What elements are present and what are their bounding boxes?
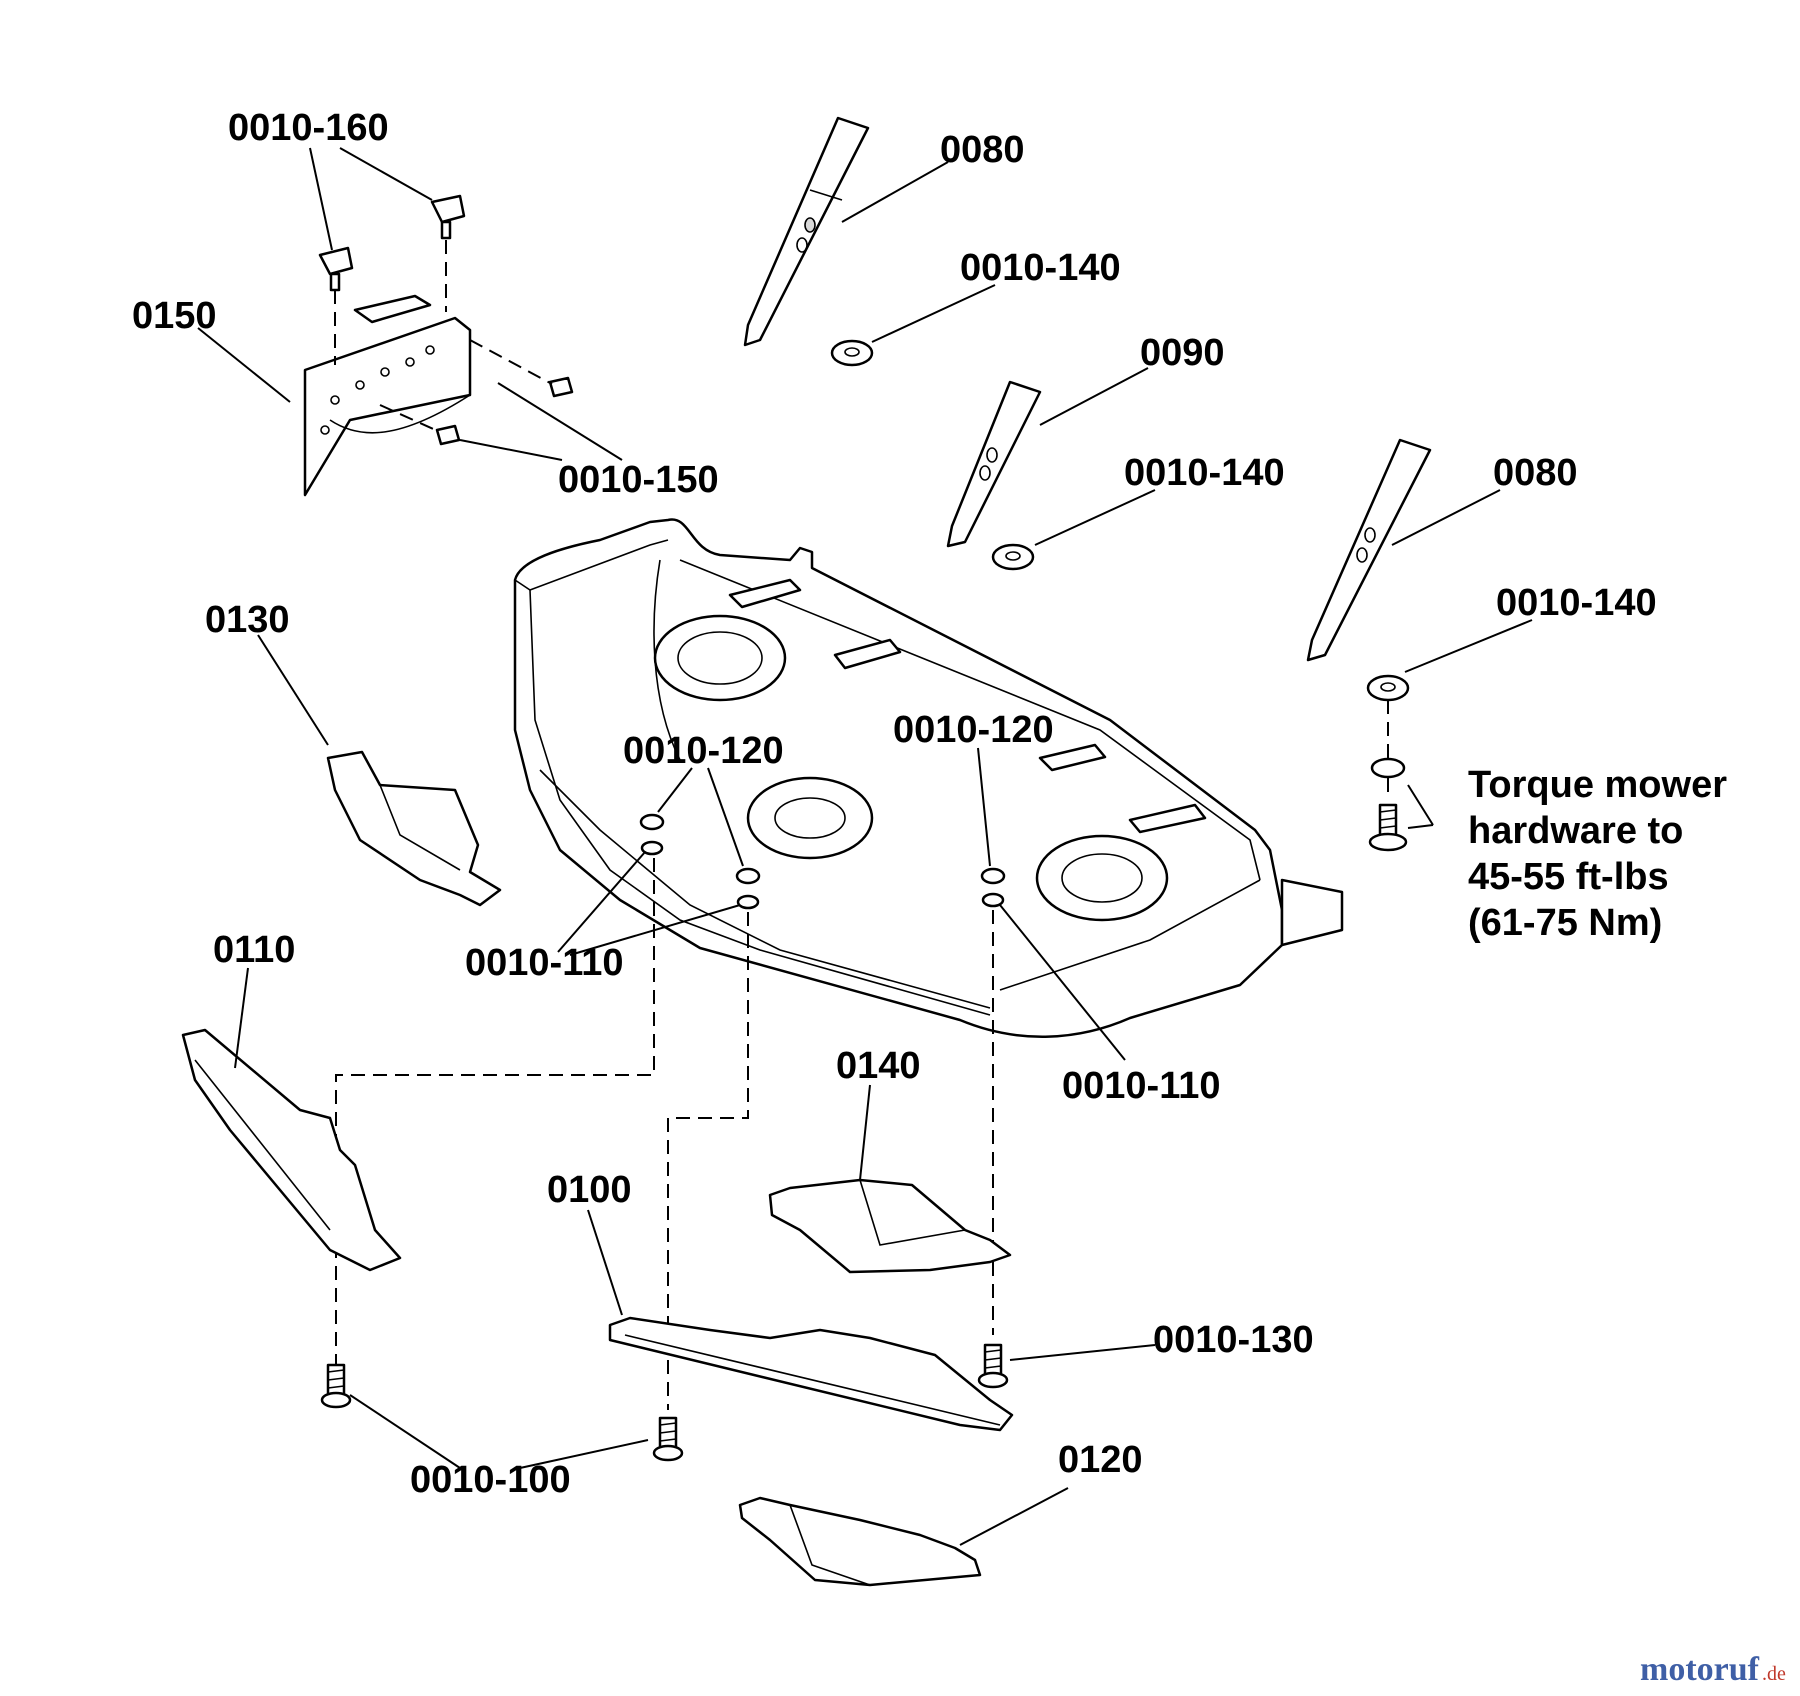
bolt-0010-130	[977, 1343, 1009, 1389]
spindle-opening-center	[746, 776, 874, 860]
label-0010-160: 0010-160	[228, 107, 389, 149]
torque-note-line-4: (61-75 Nm)	[1468, 902, 1662, 944]
washer-0010-110-center	[736, 894, 760, 910]
label-0010-130: 0010-130	[1153, 1319, 1314, 1361]
blade-0080-top	[743, 116, 870, 347]
washer-0010-110-right	[981, 892, 1005, 908]
mower-deck-housing	[513, 518, 1344, 1038]
label-0150: 0150	[132, 295, 217, 337]
label-0010-140-b: 0010-140	[1124, 452, 1285, 494]
torque-note: Torque mower hardware to 45-55 ft-lbs (6…	[1468, 764, 1727, 944]
baffle-0110	[181, 1028, 402, 1272]
label-0010-110-left: 0010-110	[465, 942, 624, 984]
blade-0080-right	[1306, 438, 1432, 662]
torque-note-line-1: Torque mower	[1468, 764, 1727, 806]
label-0010-120-left: 0010-120	[623, 730, 784, 772]
label-0010-140-c: 0010-140	[1496, 582, 1657, 624]
torque-note-line-3: 45-55 ft-lbs	[1468, 856, 1669, 898]
baffle-0140	[768, 1178, 1012, 1274]
baffle-0120	[738, 1496, 982, 1587]
label-0010-100: 0010-100	[410, 1459, 571, 1501]
label-0010-120-right: 0010-120	[893, 709, 1054, 751]
watermark-suffix: .de	[1762, 1663, 1786, 1685]
nut-0010-120-left	[639, 813, 665, 831]
watermark: motoruf .de	[1640, 1651, 1786, 1688]
washer-0010-140-a	[830, 339, 874, 367]
washer-0010-110-left	[640, 840, 664, 856]
clip-nut-2	[435, 424, 461, 446]
blade-bolt	[1368, 803, 1408, 852]
torque-note-line-2: hardware to	[1468, 810, 1683, 852]
label-0120: 0120	[1058, 1439, 1143, 1481]
washer-0010-140-c	[1366, 674, 1410, 702]
label-0010-140-a: 0010-140	[960, 247, 1121, 289]
label-0080-right: 0080	[1493, 452, 1578, 494]
watermark-brand: motoruf	[1640, 1651, 1760, 1688]
spindle-opening-left	[653, 614, 787, 702]
clip-nut-1	[548, 376, 574, 398]
label-0080-top: 0080	[940, 129, 1025, 171]
nut-0010-120-right	[980, 867, 1006, 885]
knob-left	[318, 246, 354, 292]
label-0010-150: 0010-150	[558, 459, 719, 501]
blade-0090	[946, 380, 1042, 548]
nut-0010-120-center	[735, 867, 761, 885]
label-0140: 0140	[836, 1045, 921, 1087]
lock-washer	[1370, 757, 1406, 779]
bolt-0010-100-right	[652, 1416, 684, 1462]
label-0100: 0100	[547, 1169, 632, 1211]
label-0090: 0090	[1140, 332, 1225, 374]
label-0010-110-right: 0010-110	[1062, 1065, 1221, 1107]
label-0130: 0130	[205, 599, 290, 641]
baffle-0100	[608, 1316, 1014, 1432]
washer-0010-140-b	[991, 543, 1035, 571]
spindle-opening-right	[1035, 834, 1169, 922]
baffle-0130	[326, 750, 502, 907]
label-0110: 0110	[213, 929, 295, 971]
baffle-0150	[303, 294, 472, 497]
bolt-0010-100-left	[320, 1363, 352, 1409]
knob-right	[430, 194, 466, 240]
